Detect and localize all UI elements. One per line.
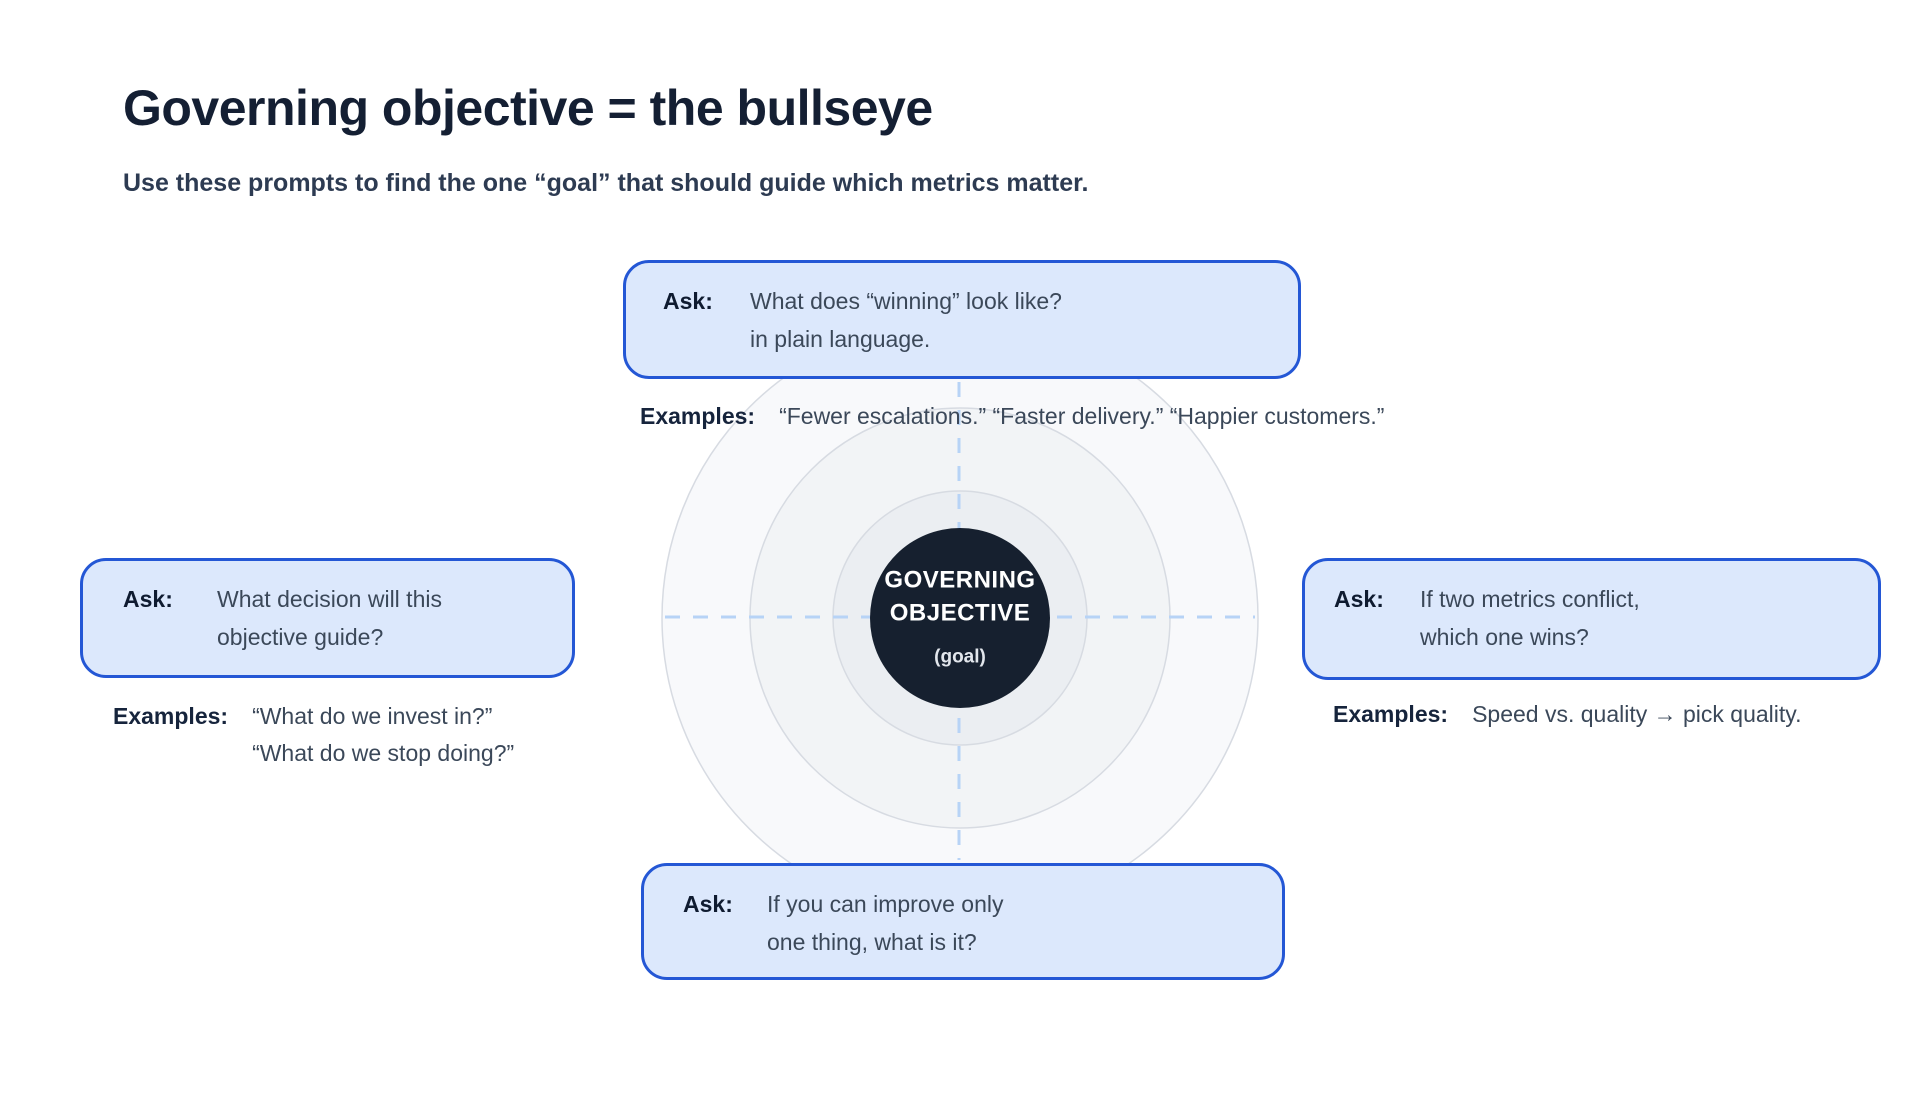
ask-bottom-line-1: If you can improve only bbox=[767, 891, 1004, 917]
examples-text-right: Speed vs. quality → pick quality. bbox=[1472, 696, 1801, 733]
ask-box-right: Ask: If two metrics conflict, which one … bbox=[1302, 558, 1881, 680]
examples-right: Examples: Speed vs. quality → pick quali… bbox=[1333, 696, 1801, 733]
ask-label: Ask: bbox=[123, 586, 173, 612]
examples-left: Examples: “What do we invest in?” “What … bbox=[113, 698, 514, 772]
ask-right-line-2: which one wins? bbox=[1420, 624, 1589, 650]
ask-label: Ask: bbox=[663, 288, 713, 314]
ask-top-line-2: in plain language. bbox=[750, 326, 931, 352]
bullseye-core-circle bbox=[870, 528, 1050, 708]
ask-label: Ask: bbox=[1334, 586, 1384, 612]
ask-label: Ask: bbox=[683, 891, 733, 917]
examples-text-top: “Fewer escalations.” “Faster delivery.” … bbox=[779, 398, 1384, 435]
ask-top-line-1: What does “winning” look like? bbox=[750, 288, 1062, 314]
examples-left-line-1: “What do we invest in?” bbox=[252, 703, 493, 729]
page-subtitle: Use these prompts to find the one “goal”… bbox=[123, 169, 1089, 197]
ask-text-right: If two metrics conflict, which one wins? bbox=[1420, 580, 1640, 656]
ask-left-line-1: What decision will this bbox=[217, 586, 442, 612]
ask-text-top: What does “winning” look like? in plain … bbox=[750, 282, 1062, 358]
examples-text-left: “What do we invest in?” “What do we stop… bbox=[252, 698, 514, 772]
ask-text-left: What decision will this objective guide? bbox=[217, 580, 442, 656]
ask-bottom-line-2: one thing, what is it? bbox=[767, 929, 977, 955]
examples-right-line: Speed vs. quality → pick quality. bbox=[1472, 701, 1802, 727]
examples-label: Examples: bbox=[640, 403, 756, 429]
examples-label: Examples: bbox=[1333, 701, 1449, 727]
page-title: Governing objective = the bullseye bbox=[123, 80, 933, 136]
ask-box-top: Ask: What does “winning” look like? in p… bbox=[623, 260, 1301, 379]
examples-top: Examples: “Fewer escalations.” “Faster d… bbox=[640, 398, 1384, 435]
ask-box-bottom: Ask: If you can improve only one thing, … bbox=[641, 863, 1285, 980]
examples-left-line-2: “What do we stop doing?” bbox=[252, 740, 515, 766]
examples-top-line: “Fewer escalations.” “Faster delivery.” … bbox=[779, 403, 1385, 429]
ask-box-left: Ask: What decision will this objective g… bbox=[80, 558, 575, 678]
ask-text-bottom: If you can improve only one thing, what … bbox=[767, 885, 1004, 961]
ask-left-line-2: objective guide? bbox=[217, 624, 384, 650]
examples-label: Examples: bbox=[113, 703, 229, 729]
ask-right-line-1: If two metrics conflict, bbox=[1420, 586, 1640, 612]
